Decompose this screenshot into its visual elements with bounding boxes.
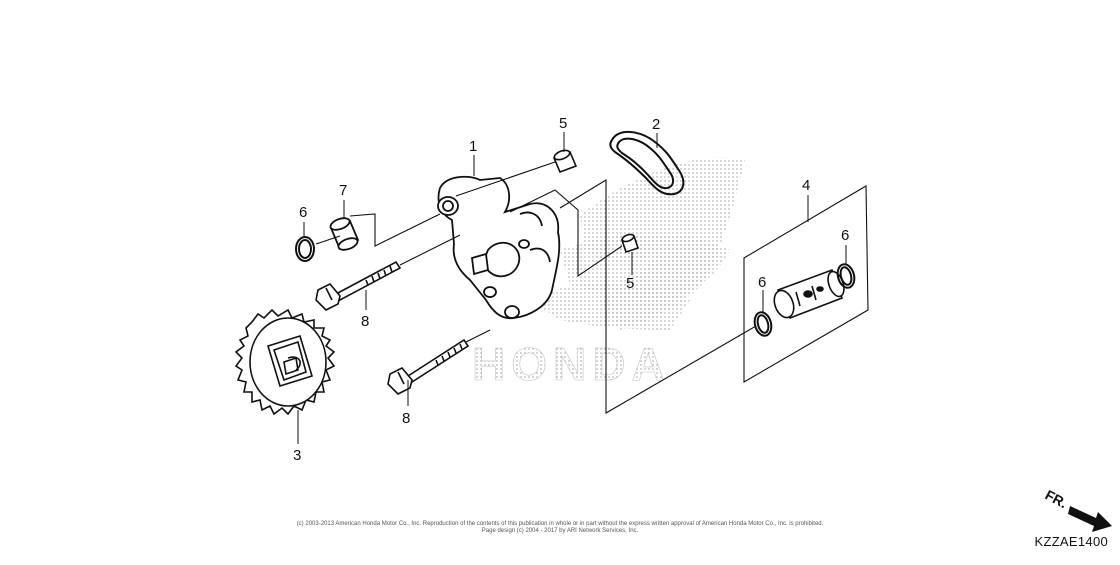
part-2-gasket[interactable]	[609, 131, 685, 196]
copyright-notice: (c) 2003-2013 American Honda Motor Co., …	[0, 521, 1120, 535]
callout-8-upper: 8	[361, 313, 369, 330]
part-6-o-ring-left[interactable]	[295, 236, 315, 262]
callout-6-left: 6	[299, 204, 307, 221]
part-7-collar[interactable]	[329, 216, 360, 252]
callout-7: 7	[339, 182, 347, 199]
honda-wing-watermark: HONDA	[472, 157, 745, 390]
callout-1: 1	[469, 138, 477, 155]
part-5-dowel-pin-right[interactable]	[620, 233, 640, 254]
part-4-relief-valve[interactable]	[771, 268, 847, 320]
callout-5-right: 5	[626, 275, 634, 292]
part-6-o-ring-right[interactable]	[835, 262, 857, 289]
honda-watermark-text: HONDA	[472, 338, 671, 390]
callout-3: 3	[293, 447, 301, 464]
assembly-lines	[315, 161, 869, 414]
callouts: 1 2 3 4 5 5 6 6 6 7 8 8	[293, 115, 849, 464]
front-label: FR.	[1043, 487, 1070, 512]
callout-6-mid: 6	[758, 274, 766, 291]
part-8-bolt-upper[interactable]	[315, 260, 402, 311]
part-3-drive-gear[interactable]	[234, 308, 336, 416]
copyright-line-2: Page design (c) 2004 - 2017 by ARI Netwo…	[481, 528, 639, 534]
diagram-code: KZZAE1400	[1034, 534, 1108, 549]
part-1-oil-pump-body[interactable]	[437, 175, 561, 320]
copyright-line-1: (c) 2003-2013 American Honda Motor Co., …	[296, 521, 824, 527]
callout-8-lower: 8	[402, 410, 410, 427]
leader-lines	[297, 132, 847, 444]
front-arrow-icon	[1068, 506, 1112, 532]
callout-6-right: 6	[841, 227, 849, 244]
callout-2: 2	[652, 116, 660, 133]
part-5-dowel-pin-top[interactable]	[552, 149, 578, 174]
callout-4: 4	[802, 177, 810, 194]
callout-5-top: 5	[559, 115, 567, 132]
part-6-o-ring-mid[interactable]	[752, 310, 774, 337]
part-8-bolt-lower[interactable]	[387, 338, 470, 395]
